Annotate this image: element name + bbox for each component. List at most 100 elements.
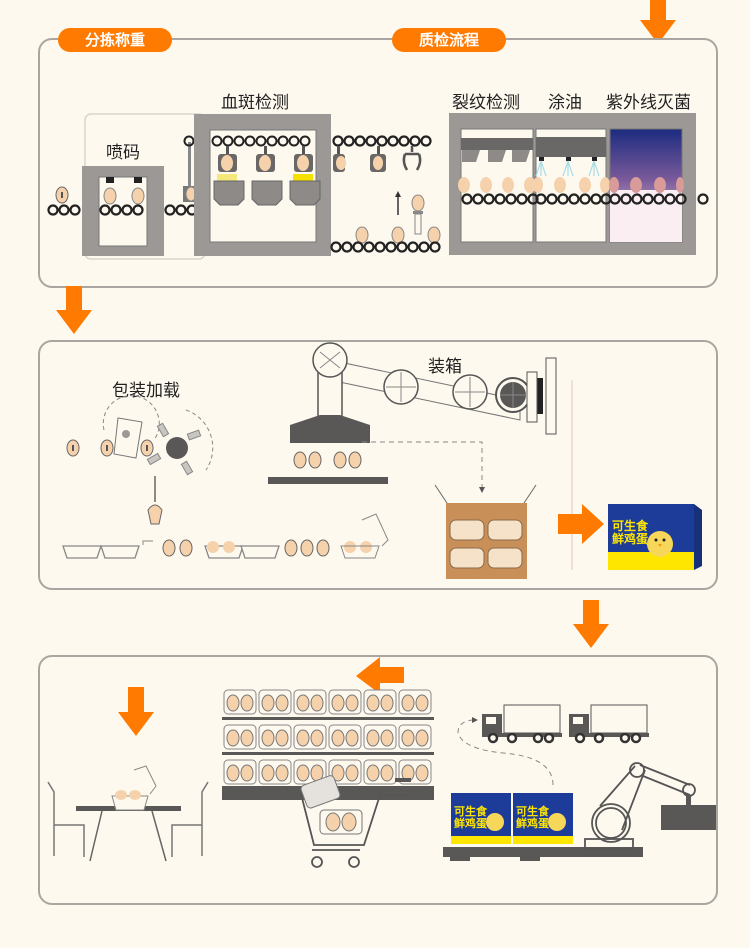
label-oiling: 涂油 (548, 93, 582, 113)
egg-icon (391, 226, 405, 244)
egg-icon (310, 694, 324, 712)
egg-icon (415, 764, 429, 782)
egg-icon (360, 541, 372, 553)
egg-icon (366, 694, 380, 712)
egg-icon (609, 177, 619, 193)
egg-icon (261, 764, 275, 782)
egg-icon (223, 541, 235, 553)
product-box-title: 可生食 鲜鸡蛋 (612, 519, 649, 546)
table-icon (76, 806, 181, 862)
egg-icon (524, 177, 536, 193)
egg-icon (380, 764, 394, 782)
egg-icon (240, 729, 254, 747)
egg-icon (240, 694, 254, 712)
egg-icon (296, 764, 310, 782)
arrow-down-icon (56, 286, 92, 334)
product-box-icon (608, 504, 702, 570)
egg-icon (630, 177, 642, 193)
egg-icon (226, 729, 240, 747)
chair-icon (47, 781, 209, 857)
shopping-cart-icon (299, 789, 410, 868)
egg-icon (654, 177, 666, 193)
egg-icon (458, 177, 470, 193)
egg-icon (115, 790, 127, 800)
egg-icon (179, 539, 193, 557)
egg-icon (261, 694, 275, 712)
egg-icon (129, 790, 141, 800)
egg-icon (331, 764, 345, 782)
egg-icon (331, 694, 345, 712)
egg-icon (366, 764, 380, 782)
egg-icon (261, 729, 275, 747)
egg-icon (415, 729, 429, 747)
egg-icon (300, 539, 314, 557)
packing-diagram (62, 342, 702, 579)
egg-icon (207, 541, 219, 553)
tag-sorting-weighing: 分拣称重 (58, 28, 172, 52)
egg-icon (366, 729, 380, 747)
label-crack: 裂纹检测 (452, 93, 520, 113)
egg-icon (296, 729, 310, 747)
tag-quality-process: 质检流程 (392, 28, 506, 52)
egg-icon (344, 541, 356, 553)
label-packing: 包装加载 (112, 381, 180, 401)
egg-icon (345, 694, 359, 712)
egg-icon (415, 694, 429, 712)
arrow-down-icon (573, 600, 609, 648)
egg-icon (226, 694, 240, 712)
egg-icon (162, 539, 176, 557)
egg-icon (533, 177, 543, 193)
egg-icon (579, 177, 591, 193)
egg-icon (103, 187, 117, 205)
egg-icon (259, 155, 271, 171)
robot-arm-icon (268, 342, 557, 484)
arrow-right-icon (558, 504, 604, 544)
egg-icon (325, 812, 341, 832)
label-blood-spot: 血斑检测 (221, 93, 289, 113)
egg-icon (341, 812, 357, 832)
label-boxing: 装箱 (428, 357, 462, 377)
egg-icon (676, 177, 684, 193)
egg-icon (401, 694, 415, 712)
product-box-title: 可生食 鲜鸡蛋 (516, 805, 549, 830)
quality-line-diagram (47, 113, 709, 260)
egg-icon (310, 729, 324, 747)
egg-icon (226, 764, 240, 782)
rotary-loader-icon (166, 437, 188, 459)
egg-icon (296, 694, 310, 712)
egg-icon (336, 156, 346, 170)
truck-icon (569, 704, 649, 744)
product-box-icon (451, 793, 511, 844)
egg-icon (316, 539, 330, 557)
egg-icon (401, 729, 415, 747)
roller-line (47, 204, 198, 216)
egg-icon (221, 155, 233, 171)
egg-icon (355, 226, 369, 244)
product-box-icon (513, 793, 573, 844)
egg-icon (380, 694, 394, 712)
egg-icon (284, 539, 298, 557)
pallet-icon (443, 847, 643, 861)
egg-icon (480, 177, 492, 193)
gripper-icon (402, 146, 422, 171)
label-uv: 紫外线灭菌 (606, 93, 691, 113)
product-box-title: 可生食 鲜鸡蛋 (454, 805, 487, 830)
label-inkjet: 喷码 (106, 143, 140, 163)
arrow-down-icon (118, 687, 154, 736)
egg-icon (275, 729, 289, 747)
egg-icon (600, 177, 610, 193)
egg-icon (345, 764, 359, 782)
egg-icon (275, 764, 289, 782)
egg-icon (380, 729, 394, 747)
arrow-left-icon (356, 657, 404, 694)
truck-icon (482, 704, 562, 744)
arrow-down-icon (640, 0, 676, 44)
egg-icon (345, 729, 359, 747)
egg-icon (131, 187, 145, 205)
egg-icon (331, 729, 345, 747)
egg-icon (373, 156, 383, 170)
egg-icon (297, 155, 309, 171)
egg-icon (502, 177, 514, 193)
egg-icon (275, 694, 289, 712)
